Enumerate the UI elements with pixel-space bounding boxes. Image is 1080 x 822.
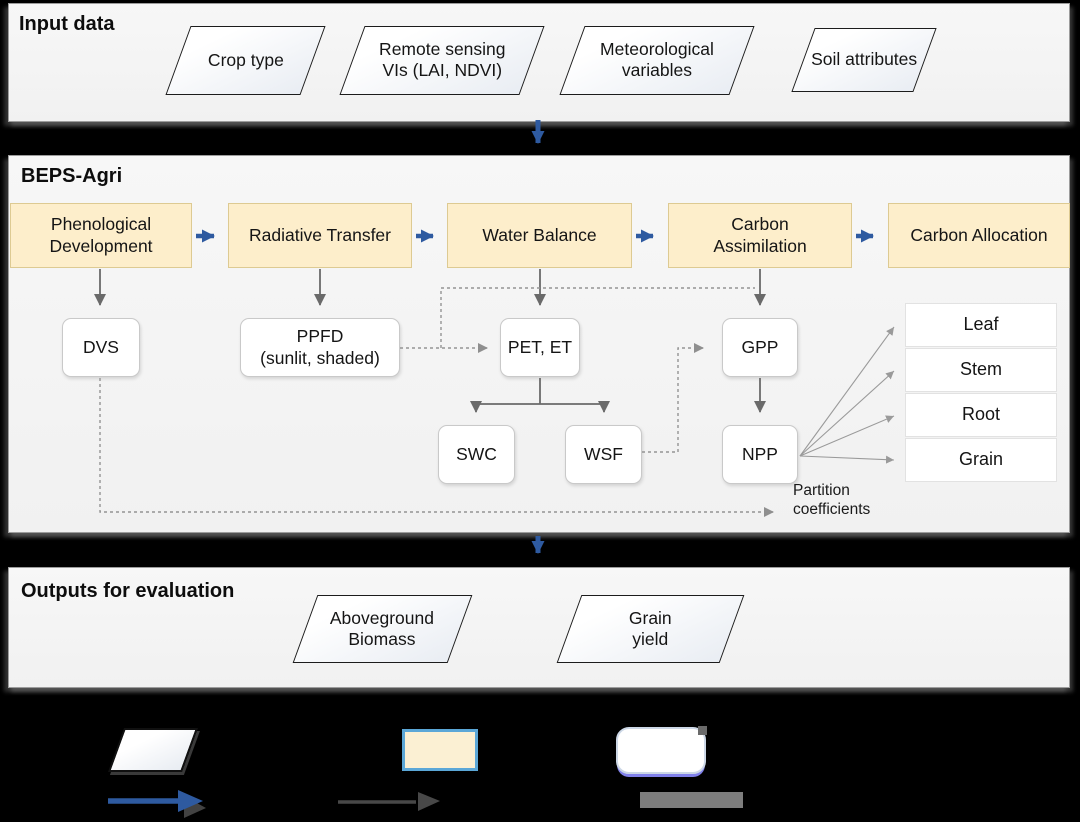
legend-process-shape [402, 729, 478, 771]
process-radiative-transfer: Radiative Transfer [228, 203, 412, 268]
pool-leaf-label: Leaf [963, 314, 999, 335]
input-panel-title: Input data [19, 13, 115, 35]
process-water-label: Water Balance [482, 224, 597, 245]
pool-stem: Stem [905, 348, 1057, 392]
partition-coefficients-label: Partition coefficients [793, 482, 871, 518]
output-grain-yield: Grain yield [556, 595, 745, 663]
legend-gray-arrowhead [418, 792, 440, 811]
var-dvs-label: DVS [83, 336, 119, 357]
process-water-balance: Water Balance [447, 203, 632, 268]
var-pet-et: PET, ET [500, 318, 580, 377]
input-remote-sensing: Remote sensing VIs (LAI, NDVI) [339, 26, 545, 95]
var-ppfd: PPFD (sunlit, shaded) [240, 318, 400, 377]
legend-variable-shape [616, 727, 706, 774]
var-gpp: GPP [722, 318, 798, 377]
var-wsf-label: WSF [584, 443, 623, 464]
var-ppfd-label: PPFD (sunlit, shaded) [260, 326, 380, 368]
legend-blue-arrow-shadow [184, 796, 206, 818]
input-crop-type-label: Crop type [207, 49, 284, 70]
process-carbon-assimilation: Carbon Assimilation [668, 203, 852, 268]
input-crop-type: Crop type [165, 26, 326, 95]
var-pet-et-label: PET, ET [507, 336, 573, 357]
process-phenological-development: Phenological Development [10, 203, 192, 268]
output-aboveground-biomass: Aboveground Biomass [292, 595, 473, 663]
input-soil-attributes-label: Soil attributes [810, 49, 918, 70]
process-radiative-label: Radiative Transfer [248, 224, 391, 245]
model-panel-title: BEPS-Agri [21, 165, 123, 187]
var-npp: NPP [722, 425, 798, 484]
pool-root-label: Root [961, 404, 1001, 425]
process-carbon-allocation: Carbon Allocation [888, 203, 1070, 268]
legend-input-shape [107, 728, 199, 772]
outputs-panel: Outputs for evaluation [8, 567, 1070, 688]
input-meteorological-label: Meteorological variables [600, 39, 714, 81]
pool-grain-label: Grain [958, 449, 1003, 470]
output-aboveground-biomass-label: Aboveground Biomass [330, 607, 435, 649]
output-grain-yield-label: Grain yield [629, 607, 672, 649]
pool-grain: Grain [905, 438, 1057, 482]
input-remote-sensing-label: Remote sensing VIs (LAI, NDVI) [378, 39, 506, 81]
var-swc: SWC [438, 425, 515, 484]
legend-variable-handle [698, 726, 707, 735]
process-allocation-label: Carbon Allocation [910, 224, 1048, 245]
var-dvs: DVS [62, 318, 140, 377]
pool-stem-label: Stem [959, 359, 1002, 380]
var-wsf: WSF [565, 425, 642, 484]
outputs-panel-title: Outputs for evaluation [21, 580, 235, 602]
process-assimilation-label: Carbon Assimilation [713, 214, 807, 256]
legend-blue-arrowhead [178, 790, 203, 812]
pool-root: Root [905, 393, 1057, 437]
pool-leaf: Leaf [905, 303, 1057, 347]
legend-dashed-flow-swatch [640, 792, 743, 808]
var-npp-label: NPP [742, 443, 778, 464]
process-phenological-label: Phenological Development [49, 214, 153, 256]
input-meteorological: Meteorological variables [559, 26, 755, 95]
input-soil-attributes: Soil attributes [791, 28, 937, 92]
var-gpp-label: GPP [741, 336, 779, 357]
var-swc-label: SWC [456, 443, 497, 464]
